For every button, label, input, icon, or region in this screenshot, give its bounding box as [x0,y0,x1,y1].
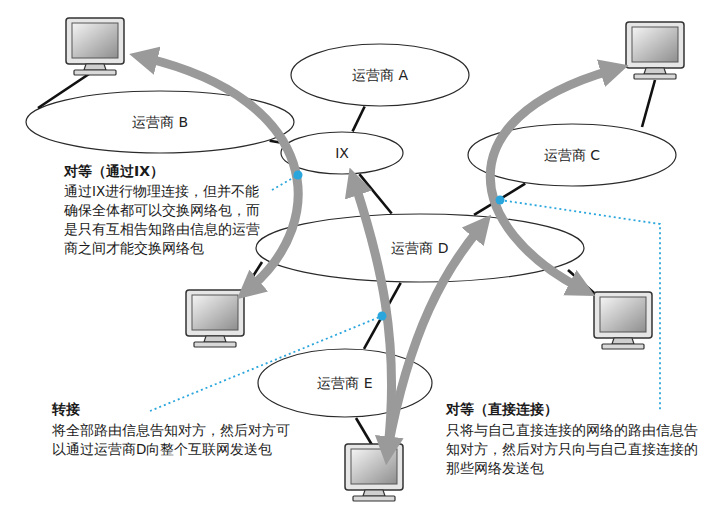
network-link [270,141,286,144]
callout-heading: 对等（直接连接） [446,400,558,419]
callout-body: 将全部路由信息告知对方，然后对方可以通过运营商D向整个互联网发送包 [52,421,290,459]
computer-icon [186,290,244,347]
callout-heading: 转接 [52,400,80,419]
operator-ellipse: 运营商 C [467,123,677,187]
access-wire [568,270,602,300]
network-link [353,107,365,132]
network-link [474,184,525,215]
network-link [364,283,401,349]
flow-arrow [388,228,480,448]
access-wire [356,418,372,445]
callout-body: 通过IX进行物理连接，但并不能确保全体都可以交换网络包，而是只有互相告知路由信息… [64,182,262,258]
node-label: 运营商 E [317,374,372,392]
access-wire [642,80,655,127]
leader-dot [496,196,505,205]
callout-body: 只将与自己直接连接的网络的路由信息告知对方，然后对方只向与自己直接连接的那些网络… [446,421,698,478]
node-label: 运营商 B [132,113,188,131]
computer-icon [345,444,403,501]
operator-ellipse: 运营商 B [25,90,295,154]
flow-arrow [490,70,612,288]
leader-line [500,200,660,412]
network-link [359,174,391,213]
flow-arrow [146,58,298,288]
operator-ellipse: IX [280,131,404,175]
node-label: 运营商 A [352,66,408,84]
node-label: 运营商 D [391,239,448,257]
operator-ellipse: 运营商 D [255,213,585,283]
callout-heading: 对等（通过IX） [64,162,164,181]
computer-icon [626,22,684,79]
leader-line [150,316,382,411]
node-label: IX [335,144,349,162]
node-label: 运营商 C [544,146,600,164]
flow-arrow [355,184,392,448]
leader-dot [378,312,387,321]
operator-ellipse: 运营商 A [290,43,470,107]
computer-icon [594,292,652,349]
access-wire [38,72,92,108]
operator-ellipse: 运营商 E [257,348,433,418]
access-wire [238,262,262,300]
computer-icon [66,18,124,75]
leader-line [272,175,298,190]
leader-dot [294,171,303,180]
